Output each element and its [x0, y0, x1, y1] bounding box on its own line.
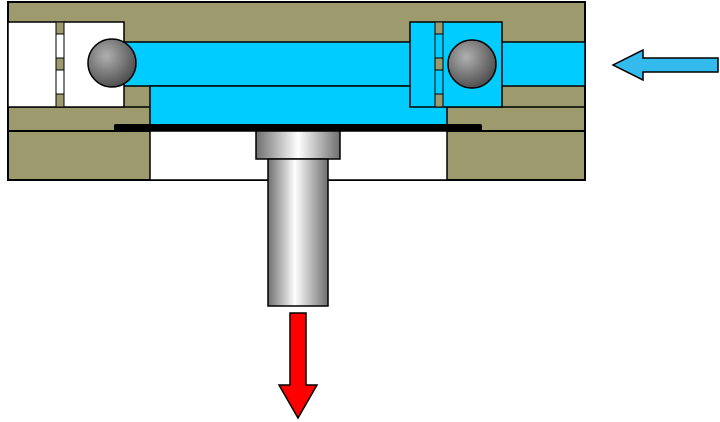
fluid-chamber-lower — [149, 85, 448, 126]
arrow-left-icon — [611, 48, 719, 82]
right-cage-spacer-4 — [434, 69, 444, 95]
piston-rod — [267, 158, 329, 307]
right-cage-spacer-5 — [434, 93, 444, 108]
fluid-channel-upper — [117, 41, 586, 87]
seat-plate — [114, 124, 482, 131]
left-slot-mid — [55, 57, 65, 71]
right-cage-spacer-3 — [434, 57, 444, 71]
arrow-down-icon — [277, 312, 319, 420]
left-slot-mid-lower — [55, 69, 65, 95]
right-cage-spacer-2 — [434, 33, 444, 59]
left-slot-mid-upper — [55, 33, 65, 59]
ball-icon-left — [87, 38, 137, 88]
left-slot-bottom — [55, 93, 65, 108]
ball-icon-right — [447, 39, 497, 89]
left-slot-top — [55, 21, 65, 35]
piston-cap — [255, 130, 341, 160]
right-cage-spacer — [434, 21, 444, 35]
